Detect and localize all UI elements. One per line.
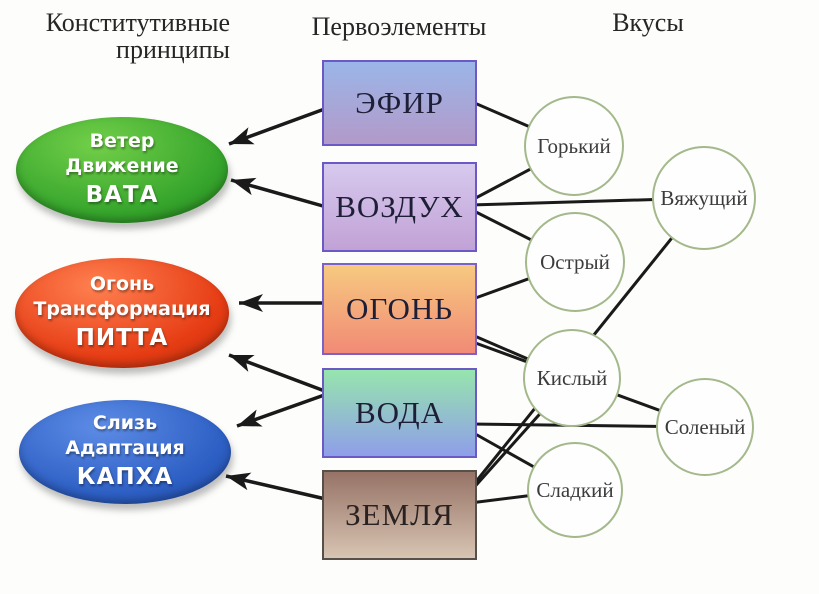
principle-kapha-line1: Слизь [92, 411, 158, 434]
header-left-line2: принципы [116, 35, 230, 65]
taste-node-gorkiy: Горький [524, 96, 624, 196]
taste-sladkiy-label: Сладкий [536, 477, 614, 502]
taste-vyazhushchiy-label: Вяжущий [660, 185, 748, 210]
element-zemlya-label: ЗЕМЛЯ [345, 497, 454, 532]
taste-ostryy-label: Острый [540, 249, 610, 274]
principle-vata-line1: Ветер [89, 129, 155, 152]
taste-node-vyazhushchiy: Вяжущий [652, 146, 756, 250]
arrow-voda-kapha [236, 391, 331, 428]
taste-node-solenyy: Соленый [656, 378, 754, 476]
taste-kislyy-label: Кислый [536, 365, 608, 390]
element-efir-label: ЭФИР [355, 85, 444, 120]
taste-solenyy-label: Соленый [664, 414, 746, 439]
principle-pitta-line3: ПИТТА [75, 325, 169, 352]
arrow-zemlya-kapha [225, 472, 331, 502]
principle-node-vata: Ветер Движение ВАТА [16, 117, 228, 223]
element-ogon-label: ОГОНЬ [345, 291, 454, 326]
element-node-voda: ВОДА [322, 368, 477, 458]
header-left-line1: Конститутивные [45, 8, 230, 37]
element-voda-label: ВОДА [354, 395, 445, 430]
header-tastes: Вкусы [612, 8, 684, 37]
element-node-ogon: ОГОНЬ [322, 263, 477, 355]
taste-node-sladkiy: Сладкий [527, 442, 623, 538]
arrow-vozduh-vata [230, 177, 331, 210]
principle-node-pitta: Огонь Трансформация ПИТТА [15, 258, 229, 368]
taste-node-ostryy: Острый [525, 212, 625, 312]
principle-vata-line2: Движение [65, 155, 179, 178]
arrow-voda-pitta [228, 353, 331, 395]
header-primary-elements: Первоэлементы [311, 12, 487, 41]
taste-node-kislyy: Кислый [523, 329, 621, 427]
principle-kapha-line2: Адаптация [65, 437, 185, 460]
principle-kapha-line3: КАПХА [76, 464, 174, 491]
element-node-vozduh: ВОЗДУХ [322, 162, 477, 252]
principle-vata-line3: ВАТА [85, 182, 159, 209]
arrow-efir-vata [228, 105, 331, 146]
element-node-zemlya: ЗЕМЛЯ [322, 470, 477, 560]
header-constitutive-principles: Конститутивные принципы [10, 9, 230, 64]
taste-gorkiy-label: Горький [537, 133, 611, 158]
principle-pitta-line1: Огонь [89, 272, 155, 295]
principle-pitta-line2: Трансформация [33, 298, 211, 321]
element-vozduh-label: ВОЗДУХ [335, 189, 464, 224]
element-node-efir: ЭФИР [322, 60, 477, 146]
principle-node-kapha: Слизь Адаптация КАПХА [19, 400, 231, 504]
